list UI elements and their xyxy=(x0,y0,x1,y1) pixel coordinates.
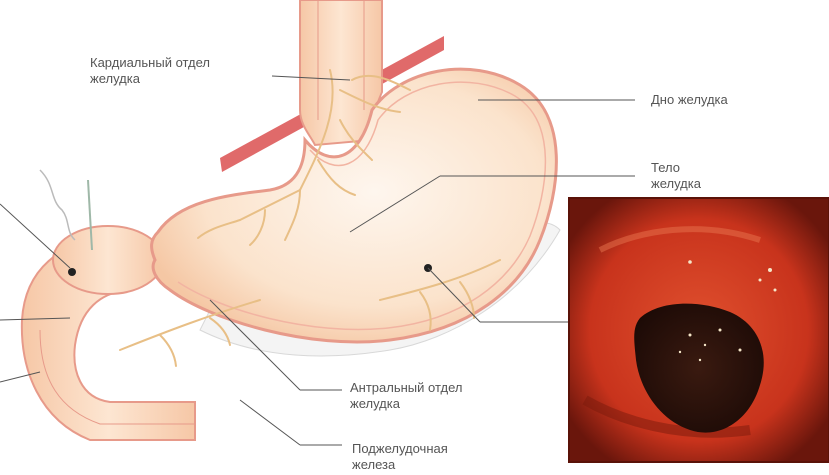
pylorus-bulb xyxy=(53,226,163,294)
label-antrum-line2: желудка xyxy=(350,396,462,412)
label-pancreas-line2: железа xyxy=(352,457,448,473)
label-fundus-line1: Дно желудка xyxy=(651,92,728,108)
label-body-line2: желудка xyxy=(651,176,701,192)
label-cardia-line1: Кардиальный отдел xyxy=(90,55,210,71)
label-pancreas-line1: Поджелудочная xyxy=(352,441,448,457)
label-antrum: Антральный отдел желудка xyxy=(350,380,462,412)
label-body-line1: Тело xyxy=(651,160,701,176)
label-cardia: Кардиальный отдел желудка xyxy=(90,55,210,87)
marker-dot xyxy=(68,268,76,276)
label-fundus: Дно желудка xyxy=(651,92,728,108)
vessel-squiggle xyxy=(40,170,75,240)
label-pancreas: Поджелудочная железа xyxy=(352,441,448,473)
label-antrum-line1: Антральный отдел xyxy=(350,380,462,396)
endoscopy-photo xyxy=(569,198,829,462)
label-cardia-line2: желудка xyxy=(90,71,210,87)
label-body: Тело желудка xyxy=(651,160,701,192)
